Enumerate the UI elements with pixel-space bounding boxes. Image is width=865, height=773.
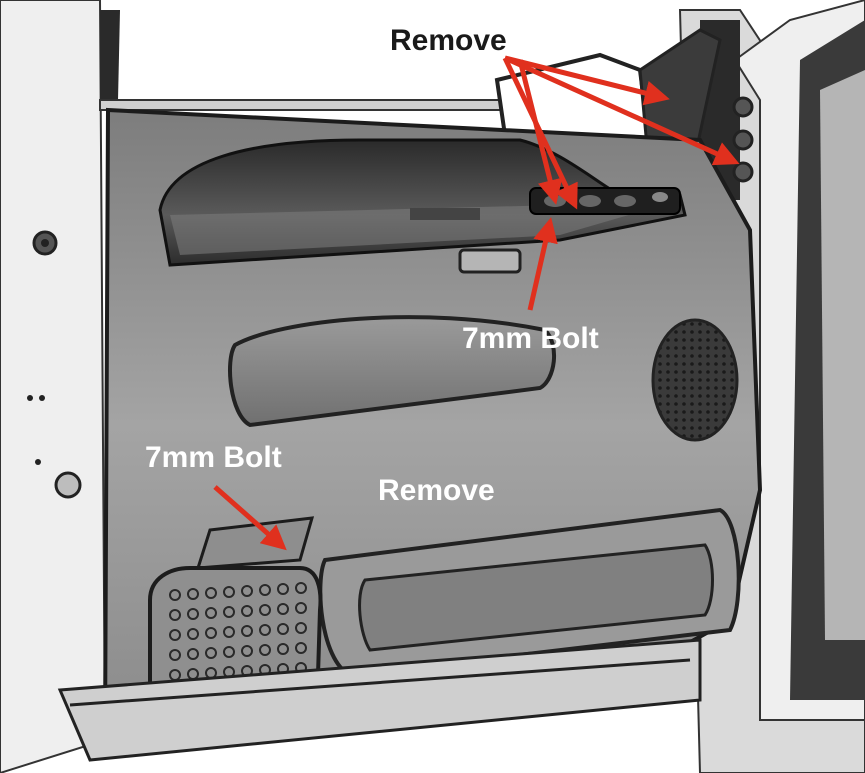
arrow-icon <box>517 59 563 205</box>
door-handle <box>458 248 522 274</box>
arrow-icon <box>527 217 558 311</box>
mirror-mount-bolts <box>732 96 754 183</box>
bolt-label-armrest: 7mm Bolt <box>462 322 599 355</box>
arrow-icon <box>504 55 670 106</box>
arrow-icon <box>503 55 740 166</box>
remove-label-middle: Remove <box>378 474 495 507</box>
door-striker <box>54 471 82 499</box>
arrow-icon <box>213 485 287 551</box>
bolt-label-lower: 7mm Bolt <box>145 441 282 474</box>
annotation-arrows <box>213 55 740 551</box>
door-trim-panel <box>57 107 763 762</box>
speaker-grille-icon <box>651 318 739 442</box>
remove-label-top: Remove <box>390 24 507 57</box>
